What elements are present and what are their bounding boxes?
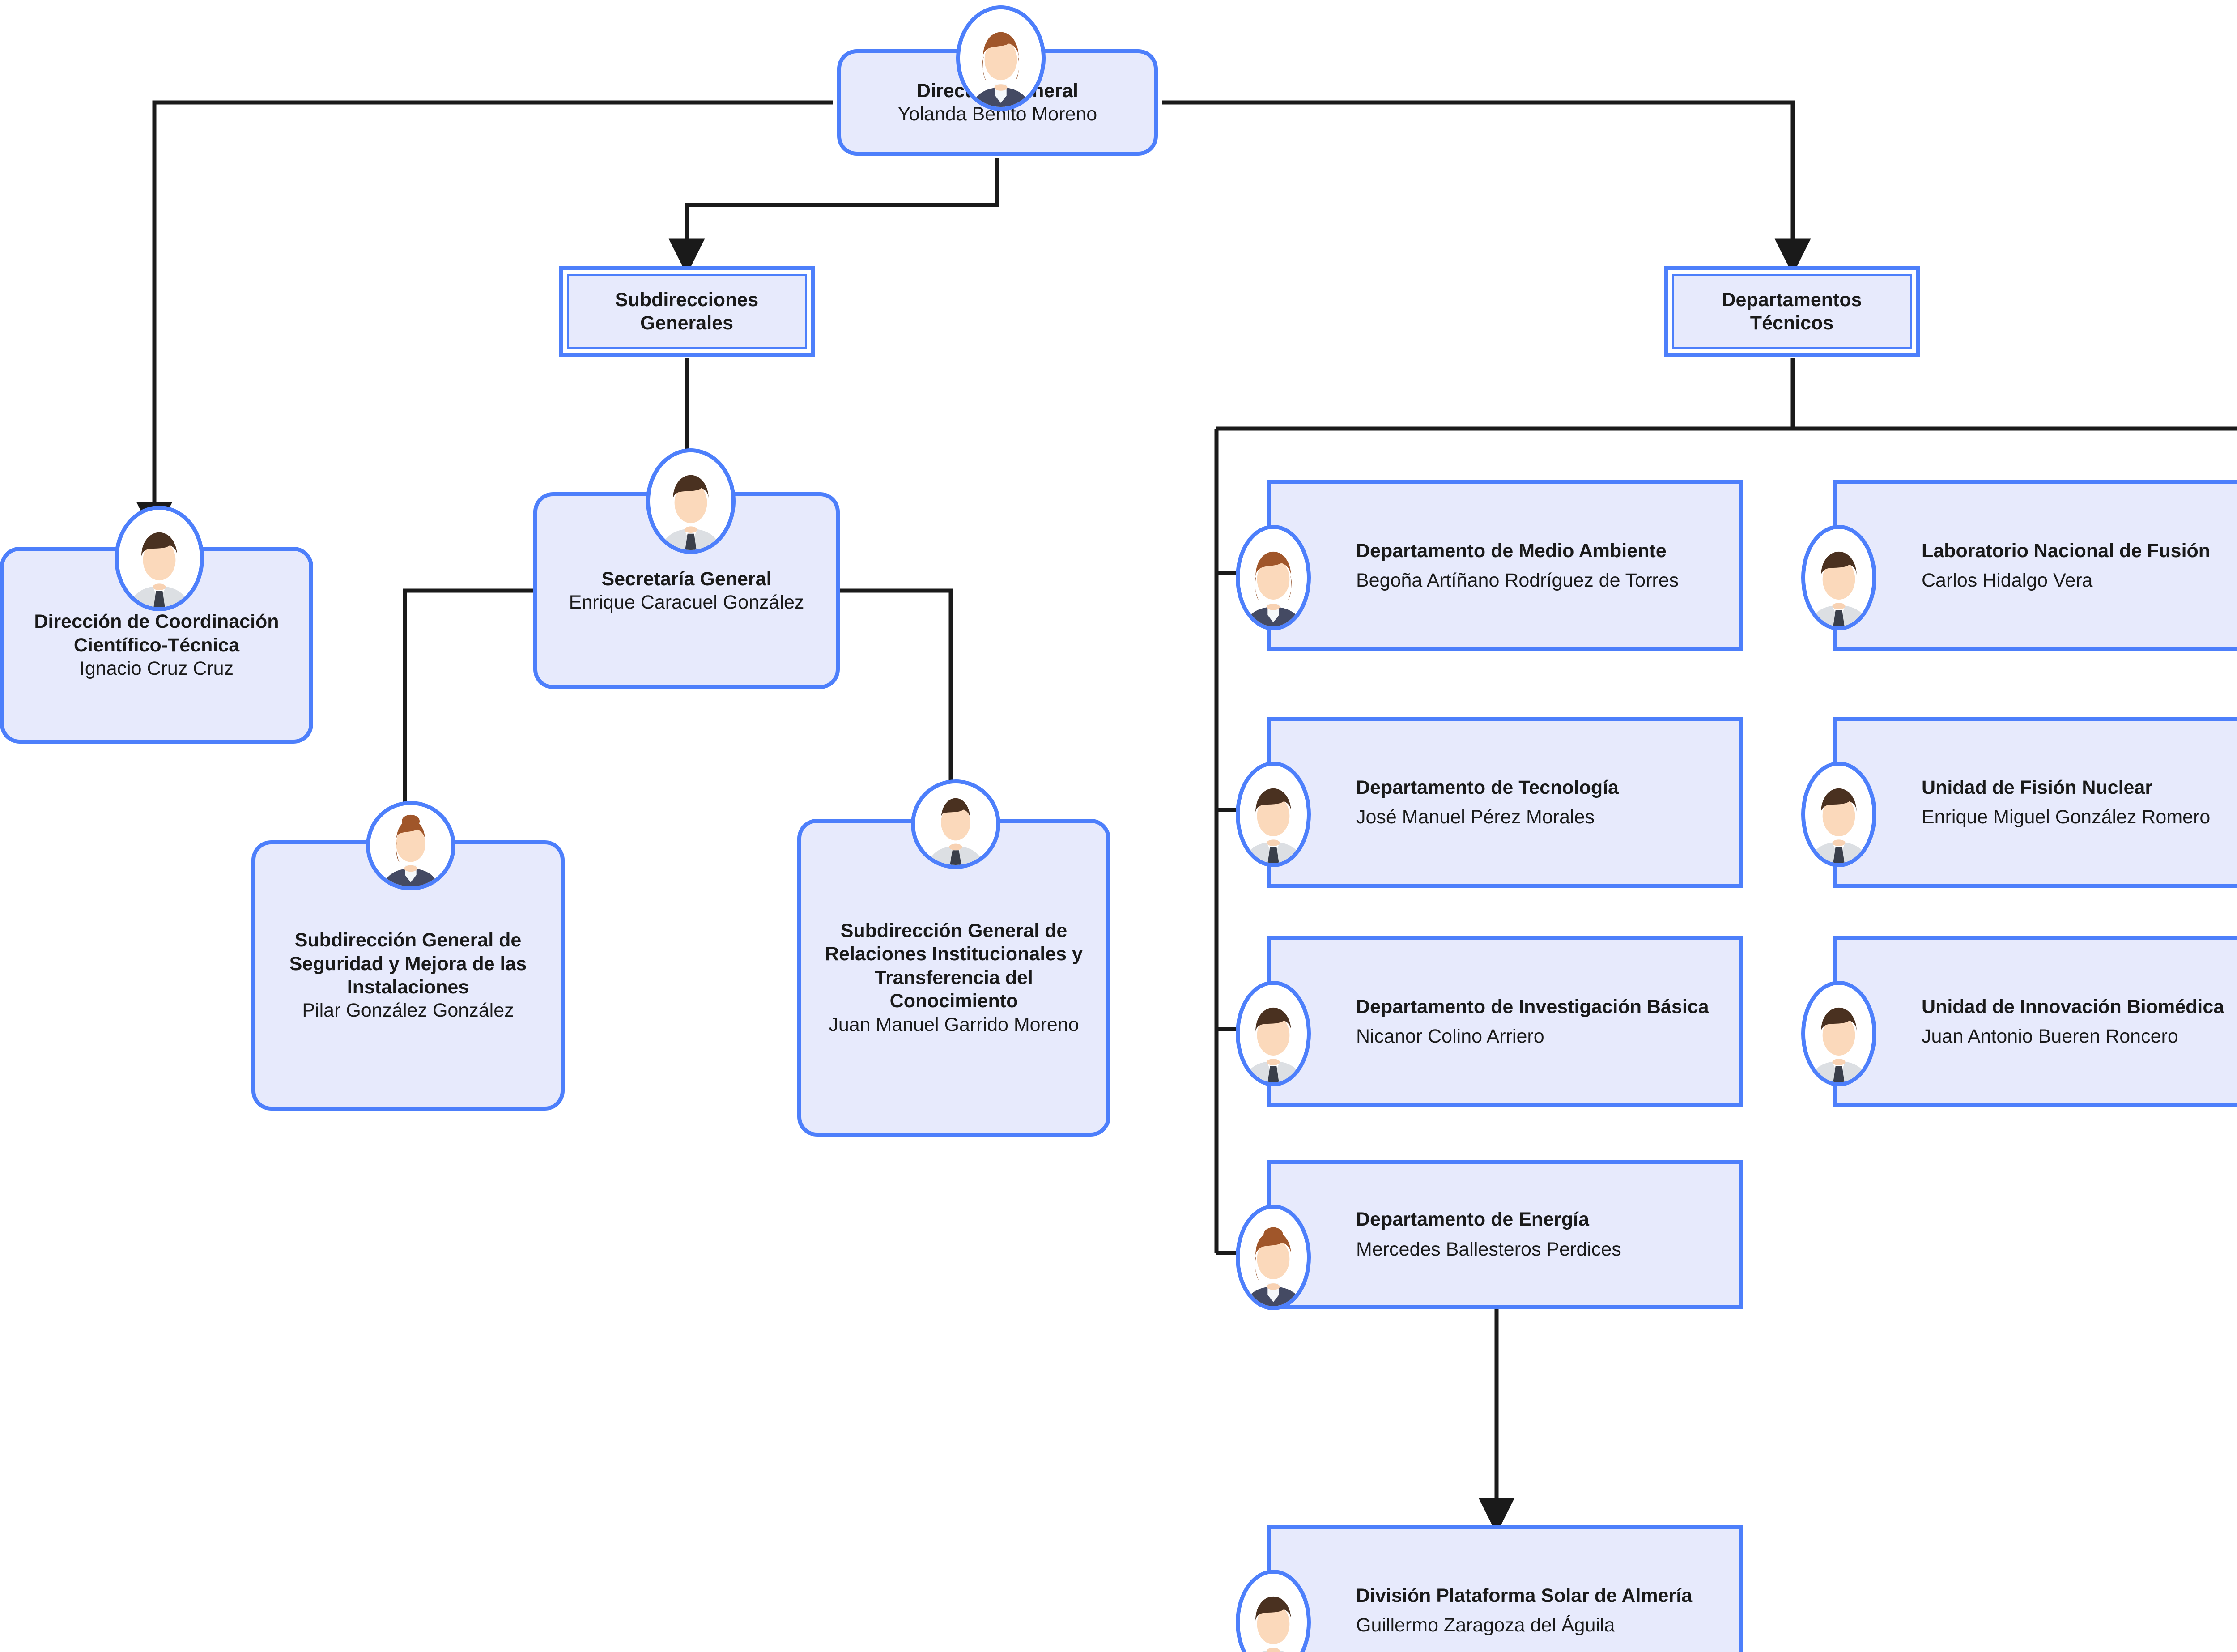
avatar-unidad-0 — [1801, 525, 1876, 630]
avatar-division — [1236, 1570, 1311, 1652]
node-unidad-0[interactable]: Laboratorio Nacional de Fusión Carlos Hi… — [1833, 480, 2237, 651]
node-departamento-0-person: Begoña Artíñano Rodríguez de Torres — [1356, 570, 1679, 591]
avatar-coordinacion — [115, 506, 204, 611]
node-departamento-1[interactable]: Departamento de Tecnología José Manuel P… — [1267, 717, 1743, 888]
node-unidad-2-title: Unidad de Innovación Biomédica — [1922, 996, 2224, 1018]
node-division-title: División Plataforma Solar de Almería — [1356, 1584, 1693, 1606]
node-seguridad-title: Subdirección General de Seguridad y Mejo… — [289, 929, 527, 998]
avatar-unidad-1 — [1801, 762, 1876, 867]
node-departamento-3-title: Departamento de Energía — [1356, 1209, 1589, 1230]
node-departamento-0[interactable]: Departamento de Medio Ambiente Begoña Ar… — [1267, 480, 1743, 651]
node-relaciones-person: Juan Manuel Garrido Moreno — [829, 1013, 1079, 1035]
node-departamentos-tecnicos[interactable]: Departamentos Técnicos — [1664, 266, 1920, 357]
avatar-unidad-2 — [1801, 981, 1876, 1086]
node-departamento-1-person: José Manuel Pérez Morales — [1356, 806, 1595, 828]
node-unidad-1-title: Unidad de Fisión Nuclear — [1922, 776, 2153, 798]
node-departamento-3[interactable]: Departamento de Energía Mercedes Ballest… — [1267, 1160, 1743, 1309]
node-coordinacion-person: Ignacio Cruz Cruz — [79, 658, 234, 680]
node-departamento-0-title: Departamento de Medio Ambiente — [1356, 540, 1667, 562]
node-division-person: Guillermo Zaragoza del Águila — [1356, 1614, 1615, 1636]
node-subdirecciones-title: Subdirecciones Generales — [615, 289, 759, 334]
node-departamento-1-title: Departamento de Tecnología — [1356, 776, 1619, 798]
node-departamento-2-title: Departamento de Investigación Básica — [1356, 996, 1709, 1018]
node-division-plataforma-solar[interactable]: División Plataforma Solar de Almería Gui… — [1267, 1525, 1743, 1652]
avatar-relaciones — [911, 779, 1000, 869]
avatar-departamento-2 — [1236, 981, 1311, 1086]
node-unidad-0-person: Carlos Hidalgo Vera — [1922, 570, 2093, 591]
node-unidad-2-person: Juan Antonio Bueren Roncero — [1922, 1026, 2178, 1047]
node-unidad-2[interactable]: Unidad de Innovación Biomédica Juan Anto… — [1833, 936, 2237, 1107]
node-departamento-2-person: Nicanor Colino Arriero — [1356, 1026, 1544, 1047]
avatar-director — [956, 5, 1046, 111]
node-secretaria-person: Enrique Caracuel González — [569, 592, 804, 613]
node-subdirecciones-generales[interactable]: Subdirecciones Generales — [559, 266, 815, 357]
avatar-seguridad — [366, 801, 455, 890]
node-departamentos-title: Departamentos Técnicos — [1722, 289, 1862, 334]
node-unidad-1[interactable]: Unidad de Fisión Nuclear Enrique Miguel … — [1833, 717, 2237, 888]
node-coordinacion-title: Dirección de Coordinación Científico-Téc… — [34, 611, 279, 656]
avatar-secretaria — [646, 448, 736, 554]
node-departamento-2[interactable]: Departamento de Investigación Básica Nic… — [1267, 936, 1743, 1107]
node-secretaria-title: Secretaría General — [601, 568, 772, 590]
node-unidad-0-title: Laboratorio Nacional de Fusión — [1922, 540, 2211, 562]
node-unidad-1-person: Enrique Miguel González Romero — [1922, 806, 2211, 828]
node-seguridad-person: Pilar González González — [302, 1000, 514, 1022]
node-relaciones-title: Subdirección General de Relaciones Insti… — [825, 920, 1083, 1012]
avatar-departamento-3 — [1236, 1205, 1311, 1310]
node-departamento-3-person: Mercedes Ballesteros Perdices — [1356, 1238, 1621, 1260]
avatar-departamento-1 — [1236, 762, 1311, 867]
avatar-departamento-0 — [1236, 525, 1311, 630]
